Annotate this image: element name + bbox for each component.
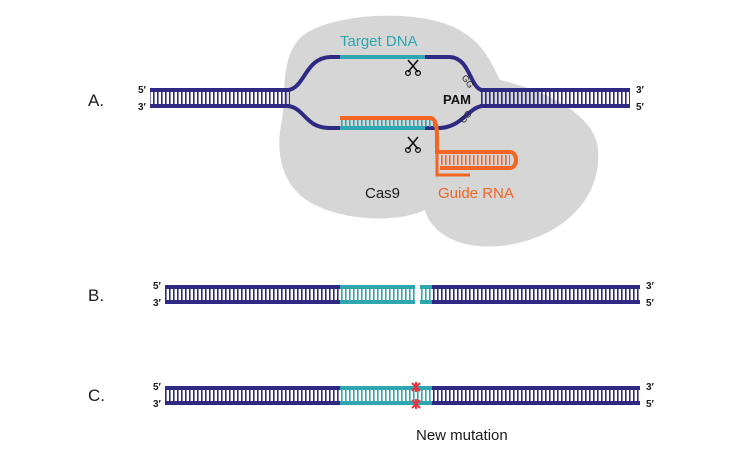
c-left-bottom-end: 3′ [153,399,162,410]
asterisk-icon [411,382,421,392]
cas9-label: Cas9 [365,185,400,202]
guide-rna-label: Guide RNA [438,185,514,202]
dna-b-target [340,285,432,304]
panel-c: C. 5′ 3′ 3′ 5′ New mutation [88,382,655,444]
dna-b-right [432,285,640,304]
dna-a-right [480,88,630,108]
dna-a-left [150,88,290,108]
panel-c-label: C. [88,386,105,405]
b-left-top-end: 5′ [153,281,162,292]
dna-a-top-strand [287,55,340,92]
dna-c-right [432,386,640,405]
a-right-top-end: 3′ [636,85,645,96]
panel-a: A. 5′ 3′ 3′ 5′ Target DNA PAM GG CC Cas9… [88,15,645,247]
c-right-bottom-end: 5′ [646,399,655,410]
dna-c-left [165,386,340,405]
b-right-top-end: 3′ [646,281,655,292]
pam-label: PAM [443,92,471,107]
c-right-top-end: 3′ [646,382,655,393]
panel-b-label: B. [88,286,104,305]
dna-b-left [165,285,340,304]
b-left-bottom-end: 3′ [153,298,162,309]
panel-b: B. 5′ 3′ 3′ 5′ [88,281,655,309]
a-right-bottom-end: 5′ [636,102,645,113]
a-left-top-end: 5′ [138,85,147,96]
new-mutation-label: New mutation [416,427,508,444]
scissors-icon [404,136,422,154]
a-left-bottom-end: 3′ [138,102,147,113]
panel-a-label: A. [88,91,104,110]
target-dna-label: Target DNA [340,33,418,50]
b-right-bottom-end: 5′ [646,298,655,309]
asterisk-icon [411,399,421,409]
scissors-icon [404,59,422,77]
guide-rna [340,116,518,177]
dna-a-bottom-strand [287,104,340,130]
c-left-top-end: 5′ [153,382,162,393]
